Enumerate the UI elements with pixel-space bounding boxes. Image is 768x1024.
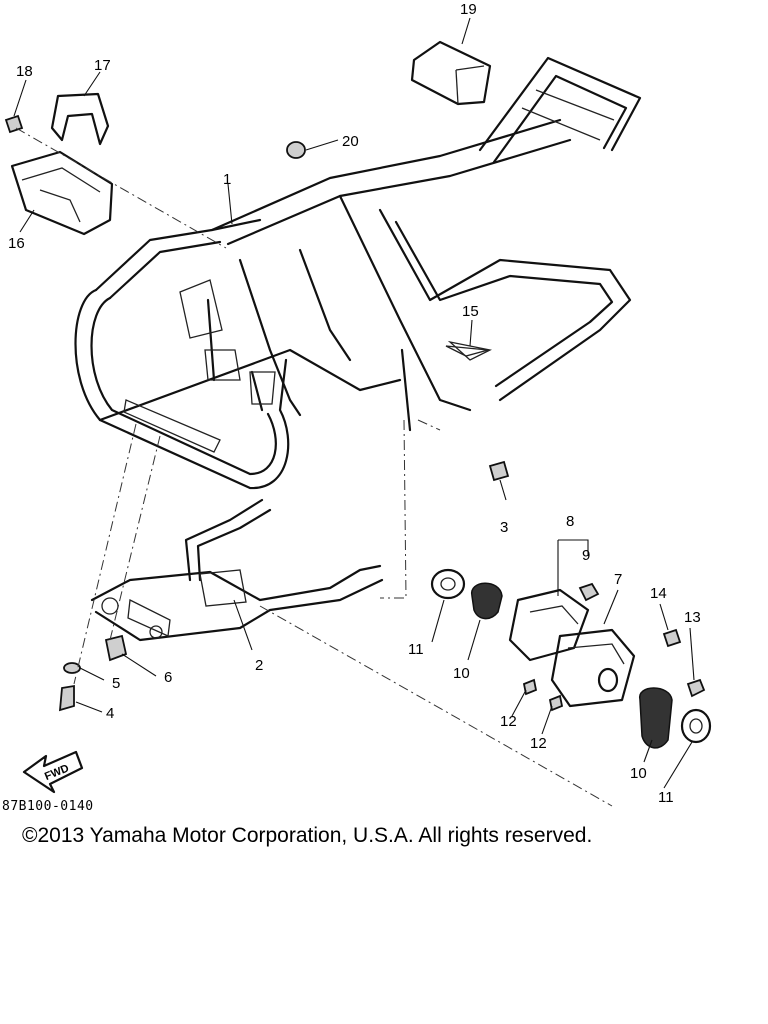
fwd-arrow-icon: FWD bbox=[22, 750, 84, 794]
callout-labels: 1 2 3 4 5 6 7 8 9 10 10 11 11 12 12 13 1… bbox=[8, 1, 701, 806]
battery-band-part-17 bbox=[50, 92, 110, 146]
callout-3: 3 bbox=[500, 519, 508, 536]
copyright-notice: ©2013 Yamaha Motor Corporation, U.S.A. A… bbox=[22, 824, 593, 847]
callout-9: 9 bbox=[582, 547, 590, 564]
callout-16: 16 bbox=[8, 235, 25, 252]
hardware-parts bbox=[4, 114, 510, 712]
diagram-code: 87B100-0140 bbox=[2, 799, 94, 814]
callout-2: 2 bbox=[255, 657, 263, 674]
frame-part-1 bbox=[74, 56, 642, 490]
callout-18: 18 bbox=[16, 63, 33, 80]
callout-10-b: 10 bbox=[630, 765, 647, 782]
callout-15: 15 bbox=[462, 303, 479, 320]
frame-exploded-diagram: 1 2 3 4 5 6 7 8 9 10 10 11 11 12 12 13 1… bbox=[4, 1, 712, 807]
callout-12: 12 bbox=[500, 713, 517, 730]
callout-11: 11 bbox=[408, 641, 424, 658]
footrest-assembly bbox=[430, 568, 712, 749]
leader-lines bbox=[13, 17, 695, 789]
callout-20: 20 bbox=[342, 133, 359, 150]
assembly-lines bbox=[15, 127, 613, 807]
callout-13: 13 bbox=[684, 609, 701, 626]
callout-12-b: 12 bbox=[530, 735, 547, 752]
battery-box-part-16 bbox=[10, 150, 114, 236]
battery-part-19 bbox=[410, 40, 492, 106]
callout-10: 10 bbox=[453, 665, 470, 682]
callout-6: 6 bbox=[164, 669, 172, 686]
callout-8: 8 bbox=[566, 513, 574, 530]
callout-17: 17 bbox=[94, 57, 111, 74]
engine-mount-part-2 bbox=[90, 498, 384, 642]
callout-1: 1 bbox=[223, 171, 231, 188]
callout-14: 14 bbox=[650, 585, 667, 602]
clamp-part-15 bbox=[445, 345, 489, 357]
callout-4: 4 bbox=[106, 705, 114, 722]
callout-7: 7 bbox=[614, 571, 622, 588]
callout-11-b: 11 bbox=[658, 789, 674, 806]
callout-5: 5 bbox=[112, 675, 120, 692]
callout-19: 19 bbox=[460, 1, 477, 18]
